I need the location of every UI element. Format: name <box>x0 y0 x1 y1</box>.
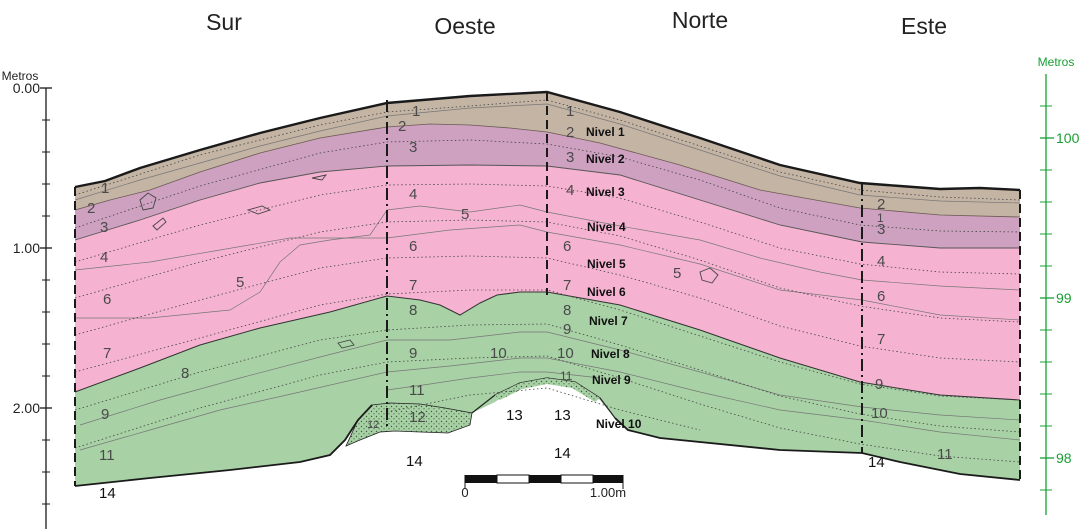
level-label: Nivel 6 <box>587 285 626 299</box>
unit-number: 7 <box>877 331 885 348</box>
unit-number: 12 <box>409 409 426 426</box>
left-depth-axis <box>40 87 52 529</box>
left-tick-label: 2.00 <box>13 400 40 416</box>
unit-number: 3 <box>409 139 417 156</box>
level-label: Nivel 10 <box>596 417 642 431</box>
unit-number: 4 <box>877 253 885 270</box>
left-axis-label: Metros <box>2 69 39 83</box>
units-norte: 1 2 3 4 5 6 7 8 9 10 11 13 14 <box>554 103 681 462</box>
right-elevation-axis <box>1040 74 1054 515</box>
level-label: Nivel 8 <box>591 347 630 361</box>
unit-number: 13 <box>554 407 571 424</box>
unit-number: 5 <box>673 265 681 282</box>
unit-number: 8 <box>563 302 571 319</box>
unit-number: 10 <box>490 345 507 362</box>
mauve-layer <box>75 124 1020 248</box>
header-oeste: Oeste <box>434 13 495 39</box>
unit-number: 1 <box>877 211 884 225</box>
unit-number: 12 <box>367 419 379 431</box>
header-sur: Sur <box>206 9 242 35</box>
unit-number: 11 <box>937 446 953 463</box>
mauve-top-boundary <box>74 123 1021 218</box>
unit-number: 6 <box>103 291 111 308</box>
level-label: Nivel 9 <box>592 373 631 387</box>
unit-number: 9 <box>563 321 571 338</box>
pink-top-boundary <box>74 164 1020 249</box>
unit-number: 10 <box>557 345 574 362</box>
level-dotted-lines <box>74 99 1021 463</box>
unit-number: 6 <box>563 238 571 255</box>
stones <box>139 174 719 349</box>
unit-number: 11 <box>409 382 425 399</box>
unit-number: 2 <box>398 118 406 135</box>
level-label: Nivel 2 <box>586 152 625 166</box>
right-axis-label: Metros <box>1038 55 1075 69</box>
unit-number: 7 <box>563 277 571 294</box>
unit-number: 7 <box>103 345 111 362</box>
unit-number: 2 <box>877 196 885 213</box>
base-line <box>74 404 373 487</box>
unit-number: 14 <box>554 445 571 462</box>
unit-number: 1 <box>412 103 420 120</box>
left-tick-label: 0.00 <box>13 80 40 96</box>
unit-number: 10 <box>871 405 888 422</box>
unit-number: 2 <box>87 200 95 217</box>
unit-number: 9 <box>409 345 417 362</box>
unit-number: 11 <box>560 369 573 383</box>
unit-number: 7 <box>409 277 417 294</box>
unit-number: 5 <box>236 274 244 291</box>
scale-start-label: 0 <box>461 485 468 500</box>
units-este: 1 2 3 4 6 7 9 10 11 14 <box>868 196 953 471</box>
right-tick-label: 98 <box>1056 450 1072 466</box>
right-tick-label: 100 <box>1056 130 1080 146</box>
header-norte: Norte <box>672 7 728 33</box>
unit-number: 6 <box>877 288 885 305</box>
unit-number: 1 <box>101 180 109 197</box>
header-este: Este <box>901 13 947 39</box>
units-oeste: 1 2 3 4 5 6 7 8 9 10 11 12 12 13 14 <box>367 103 523 470</box>
profile-separators <box>74 92 1021 486</box>
unit-number: 2 <box>566 124 574 141</box>
unit-number: 3 <box>566 149 574 166</box>
unit-number: 4 <box>100 249 108 266</box>
unit-number: 14 <box>868 454 885 471</box>
unit-number: 14 <box>406 453 423 470</box>
level-label: Nivel 7 <box>589 314 628 328</box>
interior-unit-lines <box>74 103 1021 451</box>
unit-number: 11 <box>99 447 115 464</box>
unit-number: 8 <box>181 365 189 382</box>
level-label: Nivel 1 <box>586 125 625 139</box>
unit-number: 4 <box>566 182 574 199</box>
unit-number: 13 <box>506 407 523 424</box>
unit-number: 9 <box>875 376 883 393</box>
unit-number: 9 <box>101 406 109 423</box>
green-layer <box>75 292 1020 486</box>
scale-bar <box>464 474 624 489</box>
topsoil-layer <box>75 92 1020 217</box>
level-label: Nivel 5 <box>587 257 626 271</box>
unit-number: 6 <box>409 238 417 255</box>
cavity-stipple <box>495 378 600 402</box>
level-label: Nivel 4 <box>587 220 626 234</box>
stippled-lens <box>345 402 473 447</box>
unit-number: 8 <box>409 302 417 319</box>
green-top-boundary <box>74 291 1021 401</box>
scale-end-label: 1.00m <box>590 485 626 500</box>
right-tick-label: 99 <box>1056 290 1072 306</box>
unit-number: 1 <box>566 103 574 120</box>
unit-number: 5 <box>461 206 469 223</box>
level-labels: Nivel 1 Nivel 2 Nivel 3 Nivel 4 Nivel 5 … <box>586 125 642 431</box>
base-line-right <box>614 417 1021 481</box>
unit-number: 3 <box>877 221 885 238</box>
unit-number: 14 <box>99 485 116 502</box>
left-tick-label: 1.00 <box>13 240 40 256</box>
level-label: Nivel 3 <box>586 185 625 199</box>
unit-number: 3 <box>100 219 108 236</box>
unit-number: 4 <box>409 186 417 203</box>
units-sur: 1 2 3 4 5 6 7 8 9 11 14 <box>87 180 244 502</box>
